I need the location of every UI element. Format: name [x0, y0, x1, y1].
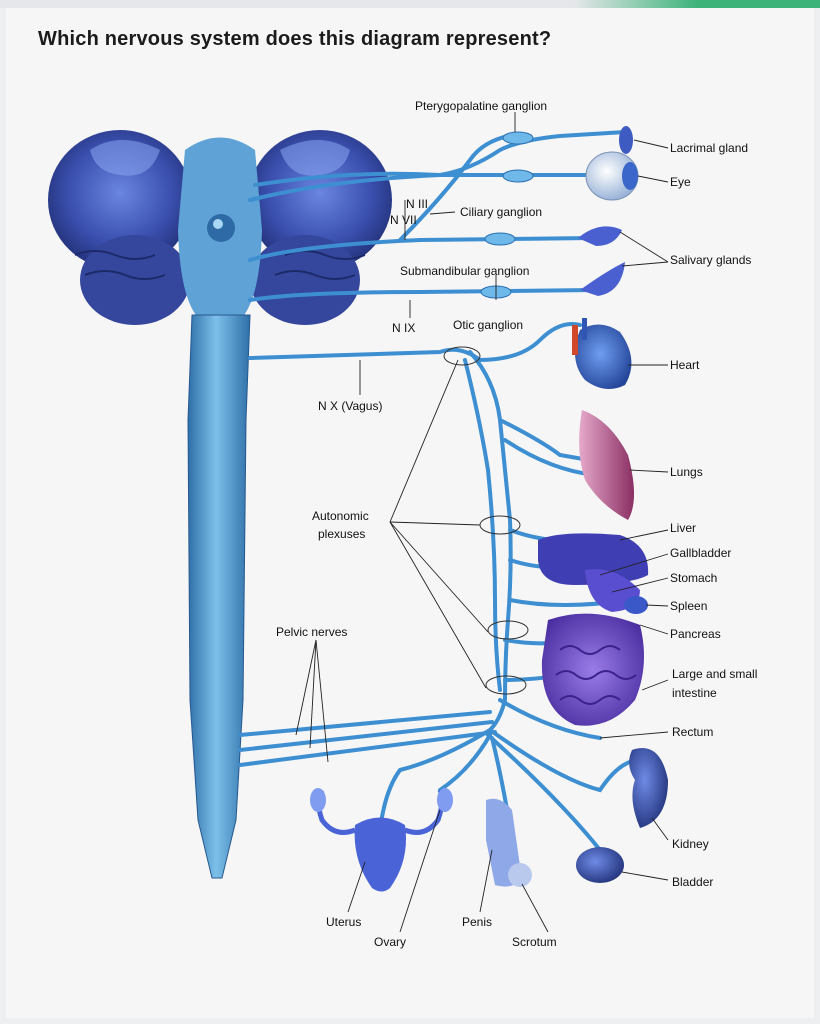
- top-accent-bar: [0, 0, 820, 8]
- label-lungs: Lungs: [670, 465, 703, 479]
- label-autonomic-1: Autonomic: [312, 509, 369, 523]
- label-n-ix: N IX: [392, 321, 415, 335]
- label-penis: Penis: [462, 915, 492, 929]
- label-heart: Heart: [670, 358, 700, 372]
- leader-lines: [295, 112, 669, 933]
- label-spleen: Spleen: [670, 599, 707, 613]
- head-organs: [578, 126, 639, 296]
- label-n-iii: N III: [406, 197, 428, 211]
- spinal-cord: [187, 314, 251, 879]
- label-pelvic-nerves: Pelvic nerves: [276, 625, 347, 639]
- label-autonomic-2: plexuses: [318, 527, 365, 541]
- thoracic-organs: [572, 318, 634, 520]
- abdominal-organs: [538, 533, 668, 883]
- label-intestine-1: Large and small: [672, 667, 757, 681]
- label-vagus: N X (Vagus): [318, 399, 382, 413]
- label-gallbladder: Gallbladder: [670, 546, 731, 560]
- label-pancreas: Pancreas: [670, 627, 721, 641]
- question-text: Which nervous system does this diagram r…: [38, 28, 552, 50]
- label-ovary: Ovary: [374, 935, 406, 949]
- label-ciliary-ganglion: Ciliary ganglion: [460, 205, 542, 219]
- label-submandibular-ganglion: Submandibular ganglion: [400, 264, 529, 278]
- reproductive-organs: [310, 788, 532, 892]
- label-kidney: Kidney: [672, 837, 709, 851]
- label-bladder: Bladder: [672, 875, 713, 889]
- label-pterygopalatine-ganglion: Pterygopalatine ganglion: [415, 99, 547, 113]
- label-scrotum: Scrotum: [512, 935, 557, 949]
- label-lacrimal-gland: Lacrimal gland: [670, 141, 748, 155]
- label-uterus: Uterus: [326, 915, 361, 929]
- label-salivary-glands: Salivary glands: [670, 253, 751, 267]
- label-liver: Liver: [670, 521, 696, 535]
- label-otic-ganglion: Otic ganglion: [453, 318, 523, 332]
- brain-illustration: [48, 130, 392, 325]
- label-rectum: Rectum: [672, 725, 713, 739]
- diagram-labels: Pterygopalatine ganglion Lacrimal gland …: [276, 99, 757, 949]
- vagus-and-plexuses: [443, 322, 642, 852]
- label-n-vii: N VII: [390, 213, 417, 227]
- label-intestine-2: intestine: [672, 686, 717, 700]
- label-stomach: Stomach: [670, 571, 717, 585]
- label-eye: Eye: [670, 175, 691, 189]
- pelvic-nerves: [238, 710, 517, 862]
